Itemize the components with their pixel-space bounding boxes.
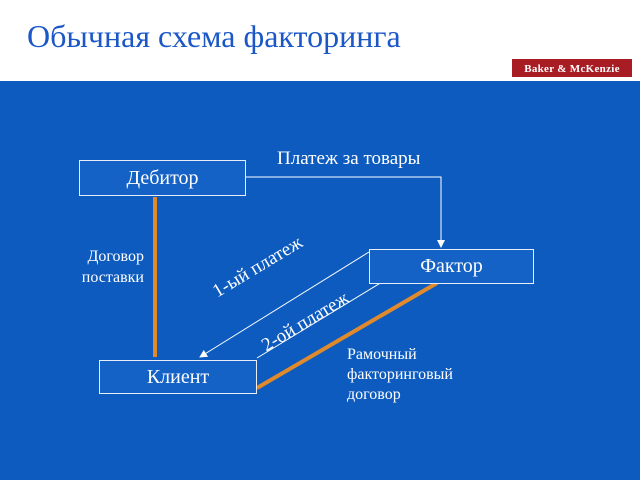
factor-label: Фактор: [420, 255, 483, 277]
debtor-label: Дебитор: [126, 167, 199, 189]
payment-for-goods-label: Платеж за товары: [277, 148, 421, 169]
client-node: Клиент: [99, 360, 257, 394]
supply-contract-label: Договор поставки: [72, 246, 144, 288]
first-payment-arrow: [199, 251, 370, 358]
framework-line1: Рамочный: [347, 346, 417, 363]
framework-contract-label: Рамочный факторинговый договор: [347, 345, 453, 405]
factor-node: Фактор: [369, 249, 534, 284]
supply-contract-line2: поставки: [81, 269, 144, 286]
framework-contract-line: [255, 281, 439, 390]
second-payment-line: [256, 281, 383, 359]
framework-line2: факторинговый: [347, 366, 453, 383]
framework-line3: договор: [347, 386, 401, 403]
client-label: Клиент: [146, 366, 210, 388]
page-title: Обычная схема факторинга: [27, 18, 401, 54]
payment-arrow: [246, 176, 445, 248]
baker-mckenzie-logo: Baker & McKenzie: [511, 58, 633, 78]
supply-contract-line1: Договор: [87, 248, 144, 265]
debtor-node: Дебитор: [79, 160, 246, 196]
